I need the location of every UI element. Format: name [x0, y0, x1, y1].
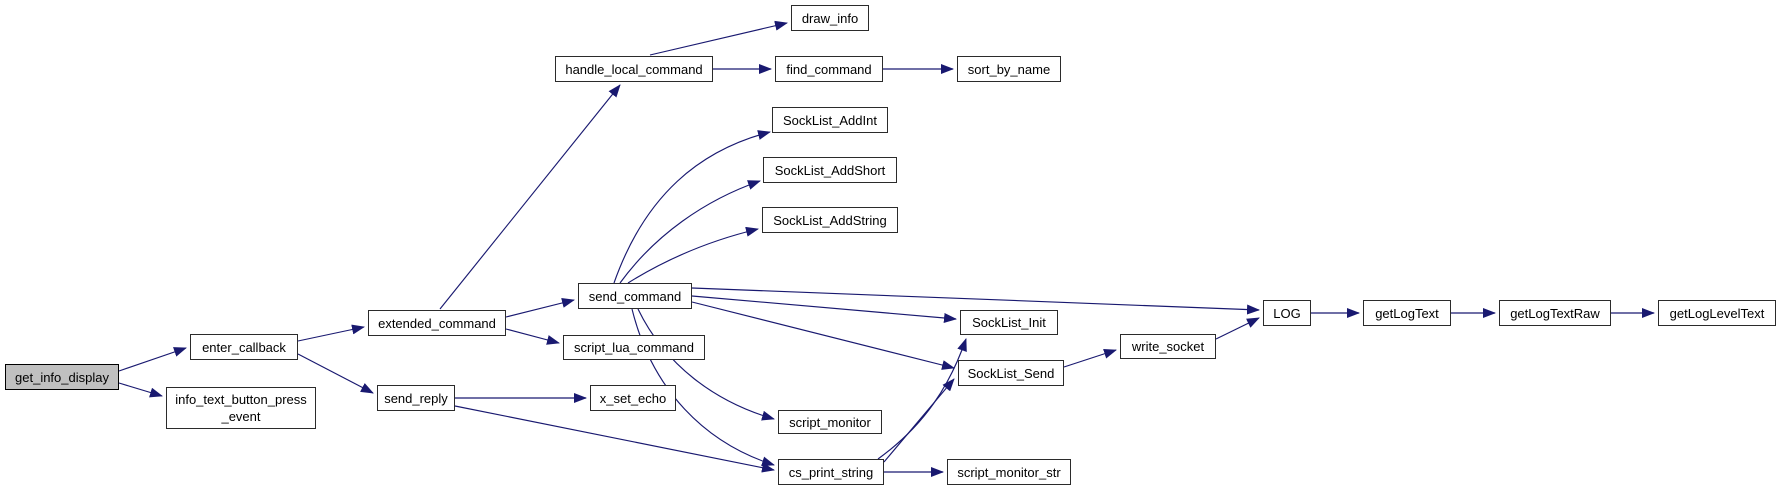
node-label: enter_callback [202, 339, 286, 355]
node-label: handle_local_command [565, 61, 703, 77]
node-getLogLevelText[interactable]: getLogLevelText [1658, 300, 1776, 326]
edge-get_info_display-to-enter_callback [118, 347, 187, 372]
node-label: SockList_AddShort [774, 162, 886, 178]
node-label: sort_by_name [967, 61, 1051, 77]
node-label: getLogText [1375, 305, 1439, 321]
edge-handle_local_command-to-draw_info [649, 20, 788, 56]
node-info_text_button_press_event[interactable]: info_text_button_press _event [166, 387, 316, 429]
node-LOG[interactable]: LOG [1263, 300, 1311, 326]
node-label: SockList_AddInt [783, 112, 877, 128]
node-label: cs_print_string [788, 464, 874, 480]
edge-cs_print_string-to-SockList_Send [883, 378, 955, 463]
node-SockList_AddString[interactable]: SockList_AddString [762, 207, 898, 233]
node-label: SockList_Send [967, 365, 1055, 381]
edge-send_command-to-SockList_AddShort [619, 180, 761, 284]
node-send_reply[interactable]: send_reply [377, 385, 455, 411]
edge-extended_command-to-handle_local_command [439, 84, 621, 310]
node-label: send_reply [384, 390, 448, 406]
node-find_command[interactable]: find_command [775, 56, 883, 82]
edge-cs_print_string-to-SockList_Init [877, 338, 967, 460]
node-SockList_AddInt[interactable]: SockList_AddInt [772, 107, 888, 133]
node-draw_info[interactable]: draw_info [791, 5, 869, 31]
node-script_monitor_str[interactable]: script_monitor_str [947, 459, 1071, 485]
edge-extended_command-to-send_command [505, 298, 575, 318]
node-label: extended_command [378, 315, 496, 331]
edge-SockList_Send-to-write_socket [1063, 348, 1117, 368]
node-label: write_socket [1131, 339, 1205, 354]
node-getLogTextRaw[interactable]: getLogTextRaw [1499, 300, 1611, 326]
node-extended_command[interactable]: extended_command [368, 310, 506, 336]
node-label: _event [221, 409, 261, 424]
node-label: send_command [588, 288, 682, 304]
node-SockList_AddShort[interactable]: SockList_AddShort [763, 157, 897, 183]
node-label: script_lua_command [574, 340, 694, 355]
node-cs_print_string[interactable]: cs_print_string [778, 459, 884, 485]
edge-send_command-to-script_monitor [637, 308, 775, 421]
node-label: get_info_display [15, 369, 109, 385]
node-getLogText[interactable]: getLogText [1363, 300, 1451, 326]
node-label: script_monitor_str [957, 464, 1061, 480]
node-x_set_echo[interactable]: x_set_echo [590, 385, 676, 411]
node-label: find_command [786, 61, 872, 77]
node-label: x_set_echo [599, 390, 667, 406]
node-script_lua_command[interactable]: script_lua_command [563, 335, 705, 360]
node-label: LOG [1273, 305, 1301, 321]
edge-send_command-to-LOG [691, 287, 1260, 315]
node-get_info_display[interactable]: get_info_display [5, 364, 119, 390]
edge-enter_callback-to-extended_command [297, 324, 365, 342]
node-sort_by_name[interactable]: sort_by_name [957, 56, 1061, 82]
edge-send_command-to-SockList_AddInt [613, 130, 771, 284]
edge-send_command-to-SockList_Init [691, 295, 957, 323]
node-script_monitor[interactable]: script_monitor [778, 410, 882, 434]
edge-get_info_display-to-info_text_button_press_event [118, 382, 163, 398]
node-label: draw_info [801, 10, 859, 26]
edge-send_reply-to-cs_print_string [454, 405, 775, 473]
edge-enter_callback-to-send_reply [297, 353, 374, 394]
node-label: SockList_AddString [773, 212, 887, 228]
node-SockList_Send[interactable]: SockList_Send [958, 360, 1064, 386]
node-label: getLogTextRaw [1510, 305, 1600, 321]
edge-send_command-to-SockList_AddString [627, 226, 759, 284]
node-write_socket[interactable]: write_socket [1120, 334, 1216, 359]
node-label: getLogLevelText [1669, 305, 1765, 321]
node-SockList_Init[interactable]: SockList_Init [960, 310, 1058, 335]
node-label: SockList_Init [972, 315, 1046, 330]
node-send_command[interactable]: send_command [578, 283, 692, 309]
edge-extended_command-to-script_lua_command [505, 328, 560, 345]
node-label: info_text_button_press [175, 392, 307, 407]
node-enter_callback[interactable]: enter_callback [190, 334, 298, 360]
node-handle_local_command[interactable]: handle_local_command [555, 56, 713, 82]
edge-send_command-to-SockList_Send [691, 301, 955, 370]
node-label: script_monitor [789, 414, 871, 430]
edge-write_socket-to-LOG [1215, 317, 1260, 340]
